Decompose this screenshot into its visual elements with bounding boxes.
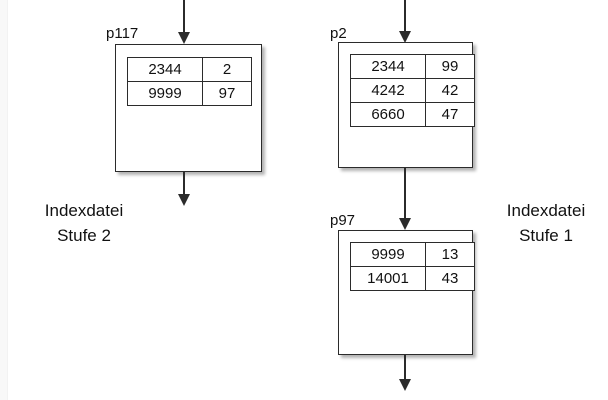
- key-cell: 9999: [350, 242, 426, 267]
- pointer-cell: 99: [425, 54, 475, 79]
- table-row: 2344 99: [350, 54, 475, 79]
- arrow-out-of-p117: [177, 172, 191, 206]
- caption-right: Indexdatei Stufe 1: [490, 198, 602, 248]
- table-row: 6660 47: [350, 102, 475, 127]
- pointer-cell: 43: [425, 266, 475, 291]
- pointer-cell: 47: [425, 102, 475, 127]
- arrow-out-of-p97: [398, 355, 412, 391]
- arrow-into-p2: [398, 0, 412, 43]
- key-table-p2: 2344 99 4242 42 6660 47: [350, 54, 475, 127]
- key-table-p97: 9999 13 14001 43: [350, 242, 475, 291]
- arrow-p2-to-p97: [398, 168, 412, 230]
- table-row: 2344 2: [127, 57, 252, 82]
- table-row: 14001 43: [350, 266, 475, 291]
- table-row: 9999 97: [127, 81, 252, 106]
- key-cell: 6660: [350, 102, 426, 127]
- node-label-p97: p97: [330, 212, 356, 229]
- caption-right-line1: Indexdatei: [506, 201, 586, 220]
- page-edge-strip: [0, 0, 8, 400]
- key-cell: 4242: [350, 78, 426, 103]
- key-cell: 9999: [127, 81, 203, 106]
- caption-right-line2: Stufe 1: [519, 226, 573, 245]
- caption-left: Indexdatei Stufe 2: [14, 198, 154, 248]
- caption-left-line2: Stufe 2: [57, 226, 111, 245]
- key-cell: 2344: [127, 57, 203, 82]
- pointer-cell: 13: [425, 242, 475, 267]
- key-cell: 14001: [350, 266, 426, 291]
- pointer-cell: 2: [202, 57, 252, 82]
- key-cell: 2344: [350, 54, 426, 79]
- key-table-p117: 2344 2 9999 97: [127, 57, 252, 106]
- pointer-cell: 97: [202, 81, 252, 106]
- caption-left-line1: Indexdatei: [44, 201, 124, 220]
- arrow-into-p117: [177, 0, 191, 44]
- node-label-p2: p2: [330, 25, 347, 42]
- pointer-cell: 42: [425, 78, 475, 103]
- table-row: 4242 42: [350, 78, 475, 103]
- table-row: 9999 13: [350, 242, 475, 267]
- node-label-p117: p117: [106, 25, 139, 42]
